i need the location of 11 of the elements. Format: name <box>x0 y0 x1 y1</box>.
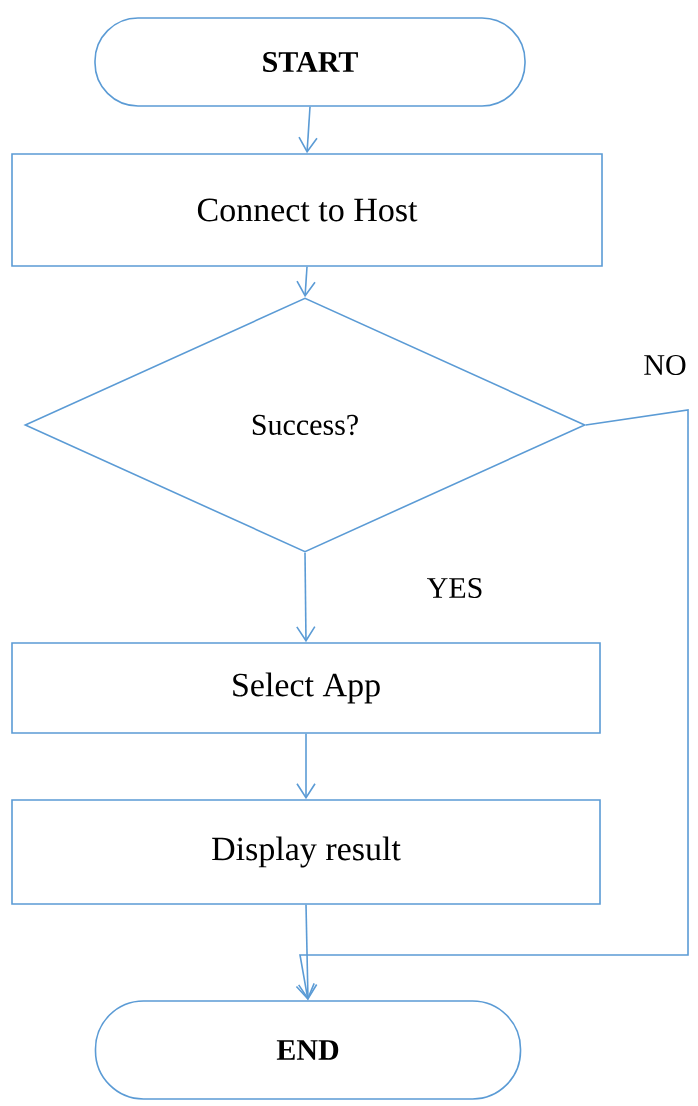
arrow <box>298 106 318 154</box>
edge-label: YES <box>424 575 486 601</box>
process-box: Display result <box>11 799 601 905</box>
process-box: Connect to Host <box>11 153 603 267</box>
edge-label: NO <box>641 352 689 378</box>
arrow <box>296 552 316 643</box>
process-box: Select App <box>11 642 601 734</box>
arrow <box>295 409 689 1001</box>
arrow <box>296 733 316 800</box>
arrow <box>297 904 318 1001</box>
arrow <box>296 266 316 298</box>
